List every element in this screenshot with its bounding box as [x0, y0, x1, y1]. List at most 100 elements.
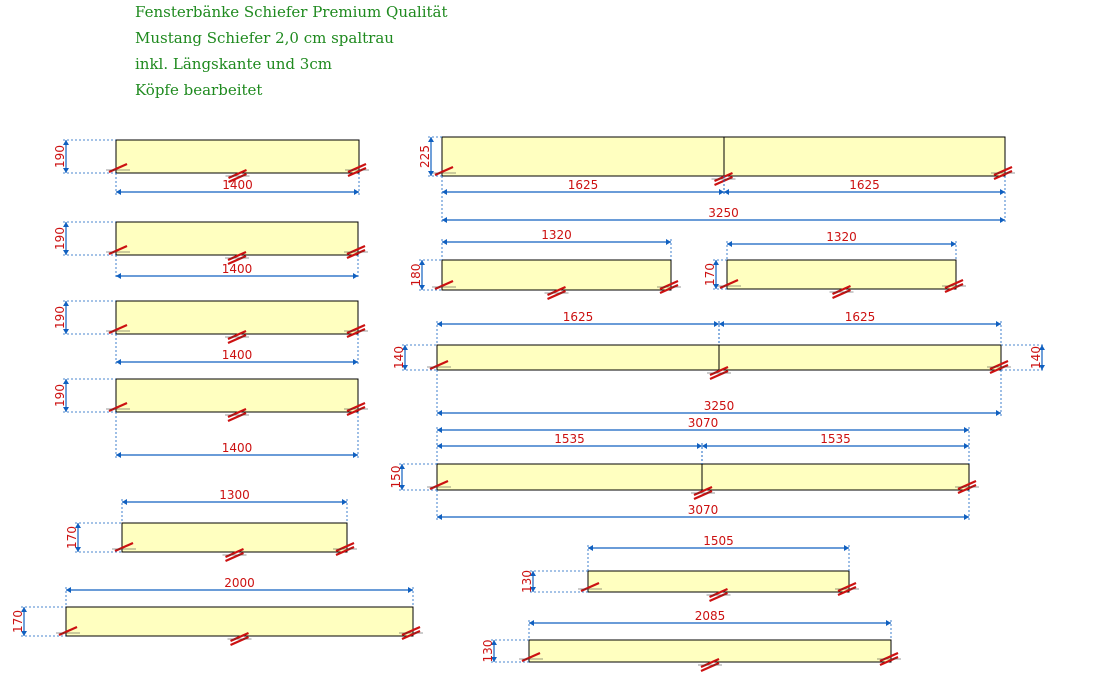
p1-length-label: 1400 — [222, 178, 253, 192]
edge-marker-stroke — [108, 323, 128, 335]
dimension-arrowhead — [996, 321, 1001, 327]
p10-depth-label: 140 — [392, 346, 406, 369]
p3-depth-group: 190 — [53, 300, 116, 335]
edge-marker-stroke — [230, 635, 249, 647]
p11-total-group: 3070 — [436, 490, 970, 520]
dimension-arrowhead — [408, 587, 413, 593]
edge-marker-stroke — [335, 541, 355, 553]
p11-length-b-label: 1535 — [820, 432, 851, 446]
p3-depth-label: 190 — [53, 306, 67, 329]
dimension-arrowhead — [719, 189, 724, 195]
p1-marker-mid — [225, 168, 250, 184]
edge-marker-stroke — [346, 244, 366, 256]
edge-marker-stroke — [227, 411, 247, 423]
p6-length-group: 2000 — [65, 576, 414, 607]
p11-total-label: 3070 — [688, 503, 719, 517]
edge-marker-stroke — [114, 541, 134, 553]
dimension-arrowhead — [63, 250, 69, 255]
dimension-arrowhead — [353, 359, 358, 365]
p11-rect — [436, 463, 970, 491]
dimension-arrowhead — [342, 499, 347, 505]
edge-marker-stroke — [944, 282, 964, 294]
edge-marker-stroke — [346, 323, 366, 335]
pieces-layer: 1901400190140019014001901400170130017020… — [11, 136, 1045, 673]
edge-marker-stroke — [227, 254, 247, 266]
edge-marker-stroke — [401, 625, 421, 637]
edge-marker-stroke — [347, 166, 367, 178]
dimension-arrowhead — [1000, 217, 1005, 223]
dimension-arrowhead — [116, 273, 121, 279]
p11-marker-right — [955, 479, 979, 495]
p13-length-label: 2085 — [695, 609, 726, 623]
p8-depth-group: 180 — [409, 259, 442, 291]
edge-marker-stroke — [709, 587, 728, 599]
p11-depth-label: 150 — [389, 466, 403, 489]
p7-length-b-group: 1625 — [723, 176, 1006, 195]
p2-marker-right — [344, 244, 368, 260]
p5-marker-mid — [222, 547, 247, 563]
edge-marker-stroke — [227, 407, 247, 419]
p12-length-group: 1505 — [587, 534, 850, 571]
dimension-arrowhead — [886, 620, 891, 626]
dimension-arrowhead — [419, 285, 425, 290]
p11-marker-left — [427, 479, 451, 491]
dimension-arrowhead — [116, 359, 121, 365]
p4-marker-right — [344, 401, 368, 417]
edge-marker-stroke — [547, 285, 566, 297]
p8-marker-left — [432, 279, 456, 291]
dimension-arrowhead — [437, 427, 442, 433]
p10-length-a-label: 1625 — [563, 310, 594, 324]
dimension-arrowhead — [419, 260, 425, 265]
p10-depth-group: 140 — [392, 344, 437, 371]
p3-length-group: 1400 — [115, 334, 359, 365]
p11-marker-mid — [691, 485, 715, 501]
edge-marker-stroke — [108, 244, 128, 256]
p1-marker-left — [106, 162, 130, 174]
p6-board — [65, 606, 414, 637]
p7-marker-right — [991, 165, 1015, 181]
dimension-arrowhead — [996, 410, 1001, 416]
edge-marker-stroke — [714, 171, 733, 183]
edge-marker-stroke — [700, 657, 720, 669]
p8-rect — [441, 259, 672, 291]
p7-length-b-label: 1625 — [849, 178, 880, 192]
p6-rect — [65, 606, 414, 637]
p1-rect — [115, 139, 360, 174]
edge-marker-stroke — [957, 483, 977, 495]
p12-marker-right — [835, 581, 859, 597]
p3-length-label: 1400 — [222, 348, 253, 362]
edge-marker-stroke — [709, 369, 729, 381]
p12-depth-label: 130 — [520, 570, 534, 593]
p11-length-b-group: 1535 — [701, 432, 970, 464]
edge-marker-stroke — [989, 359, 1009, 371]
p9-length-group: 1320 — [726, 230, 957, 260]
edge-marker-stroke — [832, 284, 851, 296]
edge-marker-stroke — [837, 581, 857, 593]
dimension-arrowhead — [1039, 365, 1045, 370]
dimension-arrowhead — [402, 345, 408, 350]
dimension-arrowhead — [964, 427, 969, 433]
p13-length-group: 2085 — [528, 609, 892, 640]
p7-total-group: 3250 — [441, 196, 1006, 223]
p13-rect — [528, 639, 892, 663]
edge-marker-stroke — [709, 591, 728, 603]
p3-marker-left — [106, 323, 130, 335]
p5-board — [121, 522, 348, 553]
p4-marker-left — [106, 401, 130, 413]
p1-depth-group: 190 — [53, 139, 116, 174]
p11-length-a-group: 1535 — [436, 432, 703, 464]
dimension-arrowhead — [530, 587, 536, 592]
edge-marker-stroke — [700, 661, 720, 673]
dimension-arrowhead — [66, 587, 71, 593]
dimension-arrowhead — [437, 443, 442, 449]
p4-depth-group: 190 — [53, 378, 116, 413]
dimension-arrowhead — [63, 379, 69, 384]
dimension-arrowhead — [63, 168, 69, 173]
dimension-arrowhead — [21, 631, 27, 636]
p4-length-group: 1400 — [115, 412, 359, 458]
dimension-arrowhead — [964, 443, 969, 449]
p5-depth-group: 170 — [65, 522, 122, 553]
p4-length-label: 1400 — [222, 441, 253, 455]
edge-marker-stroke — [434, 279, 454, 291]
p2-depth-group: 190 — [53, 221, 116, 256]
